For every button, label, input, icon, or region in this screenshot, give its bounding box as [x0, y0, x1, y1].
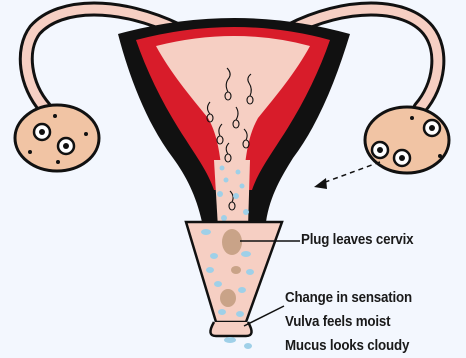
ovary-arrow — [314, 162, 380, 189]
label-plug-leaves-cervix: Plug leaves cervix — [301, 232, 413, 248]
label-mucus-looks-cloudy: Mucus looks cloudy — [285, 338, 409, 354]
label-change-in-sensation: Change in sensation — [285, 290, 412, 306]
left-ovary — [15, 105, 99, 171]
label-vulva-feels-moist: Vulva feels moist — [285, 314, 390, 330]
